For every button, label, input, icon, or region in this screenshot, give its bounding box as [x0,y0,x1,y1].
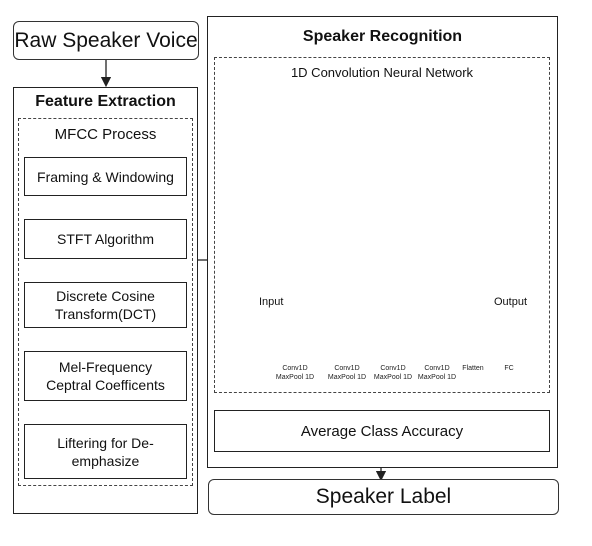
cnn-panel [214,57,550,393]
layer-label-conv3: Conv1D MaxPool 1D [373,365,413,381]
input-label: Input [259,296,284,308]
step-mel-frequency-coefficients: Mel-Frequency Ceptral Coefficents [24,351,187,401]
step-framing-windowing: Framing & Windowing [24,157,187,196]
speaker-label-box: Speaker Label [208,479,559,515]
layer-label-conv1: Conv1D MaxPool 1D [275,365,315,381]
raw-speaker-voice-box: Raw Speaker Voice [13,21,199,60]
layer-label-flatten: Flatten [462,365,484,372]
output-label: Output [494,296,528,308]
cnn-title: 1D Convolution Neural Network [290,65,474,80]
layer-label-conv4: Conv1D MaxPool 1D [417,365,457,381]
layer-label-fc: FC [504,365,514,372]
speaker-recognition-title: Speaker Recognition [302,28,463,45]
average-class-accuracy-box: Average Class Accuracy [214,410,550,452]
layer-label-conv2: Conv1D MaxPool 1D [327,365,367,381]
feature-extraction-title: Feature Extraction [35,93,176,110]
step-stft-algorithm: STFT Algorithm [24,219,187,259]
step-liftering: Liftering for De-emphasize [24,424,187,479]
step-dct: Discrete Cosine Transform(DCT) [24,282,187,328]
mfcc-process-title: MFCC Process [54,126,157,143]
